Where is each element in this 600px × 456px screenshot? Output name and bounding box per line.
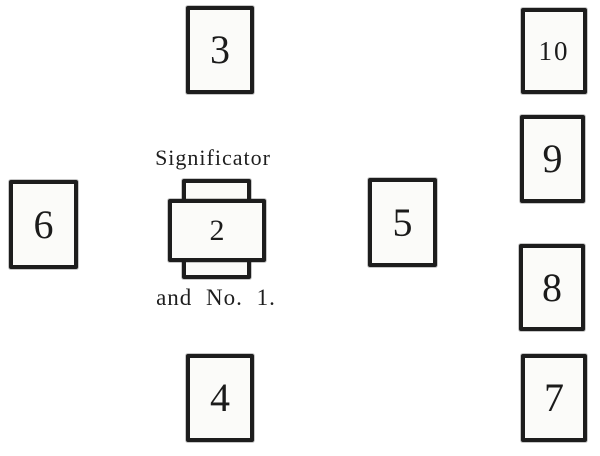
card-2-label: 2 <box>209 213 225 247</box>
card-3-label: 3 <box>210 27 230 72</box>
card-9-label: 9 <box>542 136 563 181</box>
caption-and-no-1: and No. 1. <box>156 285 276 310</box>
card-5: 5 <box>368 178 437 267</box>
card-5-label: 5 <box>392 199 413 245</box>
card-2: 2 <box>168 199 266 262</box>
card-3: 3 <box>186 6 254 94</box>
card-7-label: 7 <box>544 375 564 420</box>
card-4: 4 <box>186 354 254 442</box>
card-10: 10 <box>521 8 587 94</box>
card-4-label: 4 <box>210 375 230 420</box>
caption-significator: Significator <box>155 145 271 170</box>
card-10-label: 10 <box>538 35 570 66</box>
card-7: 7 <box>521 354 587 442</box>
card-8-label: 8 <box>542 264 562 310</box>
card-6: 6 <box>9 180 78 269</box>
card-6-label: 6 <box>33 201 54 247</box>
card-8: 8 <box>519 244 585 331</box>
card-9: 9 <box>520 115 585 203</box>
